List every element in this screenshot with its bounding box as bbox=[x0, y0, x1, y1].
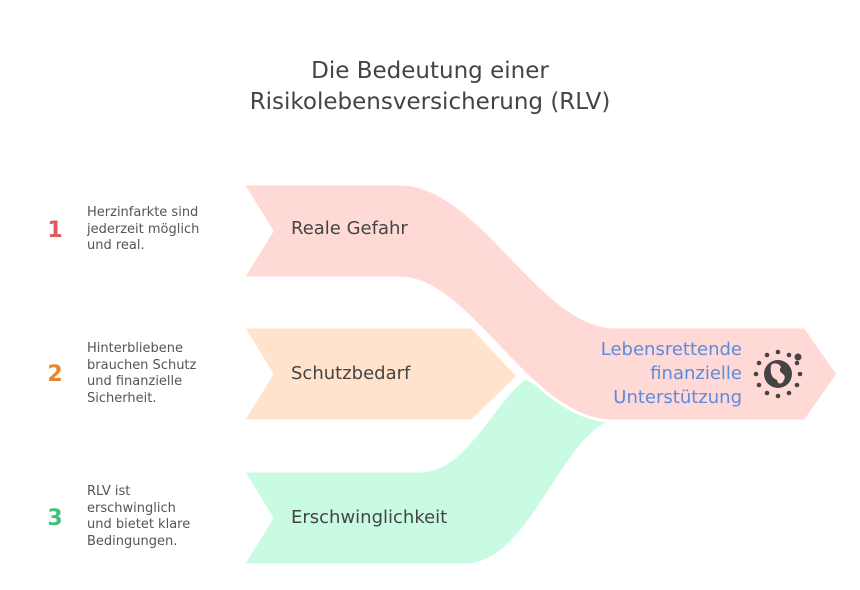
outcome-line: Lebensrettende bbox=[600, 339, 742, 360]
desc-line: erschwinglich bbox=[87, 500, 176, 516]
outcome-line: finanzielle bbox=[650, 363, 742, 384]
step-number-1: 1 bbox=[47, 218, 63, 243]
step-number-3: 3 bbox=[47, 506, 63, 531]
desc-line: Hinterbliebene bbox=[87, 341, 184, 356]
step-description-3: RLV ist erschwinglich und bietet klare B… bbox=[87, 484, 237, 550]
page-title: Die Bedeutung einer Risikolebensversiche… bbox=[0, 56, 860, 118]
globe-icon bbox=[753, 349, 803, 399]
desc-line: und bietet klare bbox=[87, 517, 191, 532]
step-description-2: Hinterbliebene brauchen Schutz und finan… bbox=[87, 341, 237, 407]
step-number-2: 2 bbox=[47, 362, 63, 387]
desc-line: jederzeit möglich bbox=[87, 221, 200, 237]
desc-line: und real. bbox=[87, 238, 145, 253]
step-label-2: Schutzbedarf bbox=[291, 363, 411, 384]
step-description-1: Herzinfarkte sind jederzeit möglich und … bbox=[87, 205, 237, 255]
desc-line: RLV ist bbox=[87, 484, 131, 499]
title-line-1: Die Bedeutung einer bbox=[311, 58, 549, 84]
title-line-2: Risikolebensversicherung (RLV) bbox=[249, 89, 611, 115]
step-label-1: Reale Gefahr bbox=[291, 218, 408, 239]
desc-line: brauchen Schutz bbox=[87, 357, 197, 373]
outcome-line: Unterstützung bbox=[613, 387, 742, 408]
desc-line: Herzinfarkte sind bbox=[87, 205, 199, 220]
desc-line: und finanzielle bbox=[87, 374, 183, 389]
flow-band-1 bbox=[240, 182, 840, 423]
desc-line: Sicherheit. bbox=[87, 390, 157, 406]
flow-band-3 bbox=[240, 376, 616, 567]
flow-band-2 bbox=[240, 325, 521, 423]
step-label-3: Erschwinglichkeit bbox=[291, 507, 448, 528]
desc-line: Bedingungen. bbox=[87, 533, 178, 549]
outcome-label: Lebensrettende finanzielle Unterstützung bbox=[542, 338, 742, 410]
